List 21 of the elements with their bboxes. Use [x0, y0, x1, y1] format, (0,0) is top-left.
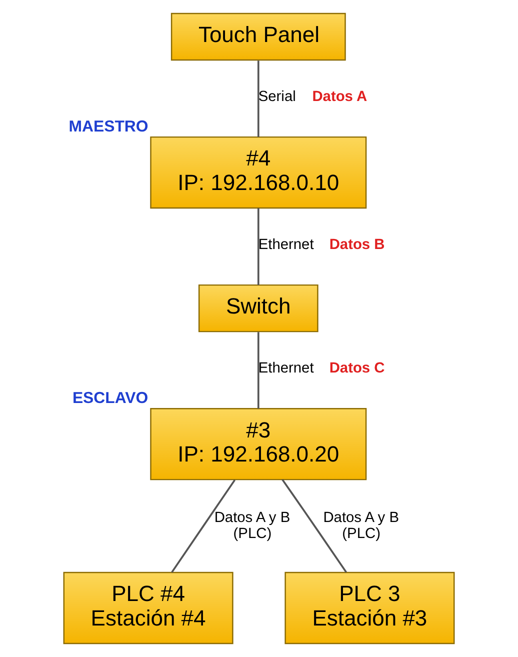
node-label: ESCLAVO	[72, 390, 148, 407]
edge-label: Datos A y B (PLC)	[323, 510, 399, 542]
label: Datos A	[312, 89, 368, 106]
connector	[257, 208, 260, 285]
node-box: Switch	[198, 284, 318, 332]
label: Datos B	[329, 237, 385, 254]
edge-label: Ethernet	[258, 237, 314, 254]
node-box: PLC #4 Estación #4	[63, 572, 234, 644]
connector	[171, 479, 236, 573]
connector	[257, 60, 260, 138]
node-box: #3 IP: 192.168.0.20	[150, 408, 367, 480]
node-box: #4 IP: 192.168.0.10	[150, 136, 367, 209]
node-label: MAESTRO	[68, 118, 148, 136]
edge-label: Ethernet	[258, 360, 314, 377]
node-box: PLC 3 Estación #3	[284, 572, 455, 644]
edge-label: Datos A y B (PLC)	[214, 510, 290, 542]
connector	[257, 332, 260, 409]
edge-label: Serial	[258, 89, 296, 106]
connector	[282, 479, 347, 573]
label: Datos C	[329, 360, 385, 377]
node-box: Touch Panel	[170, 12, 346, 61]
